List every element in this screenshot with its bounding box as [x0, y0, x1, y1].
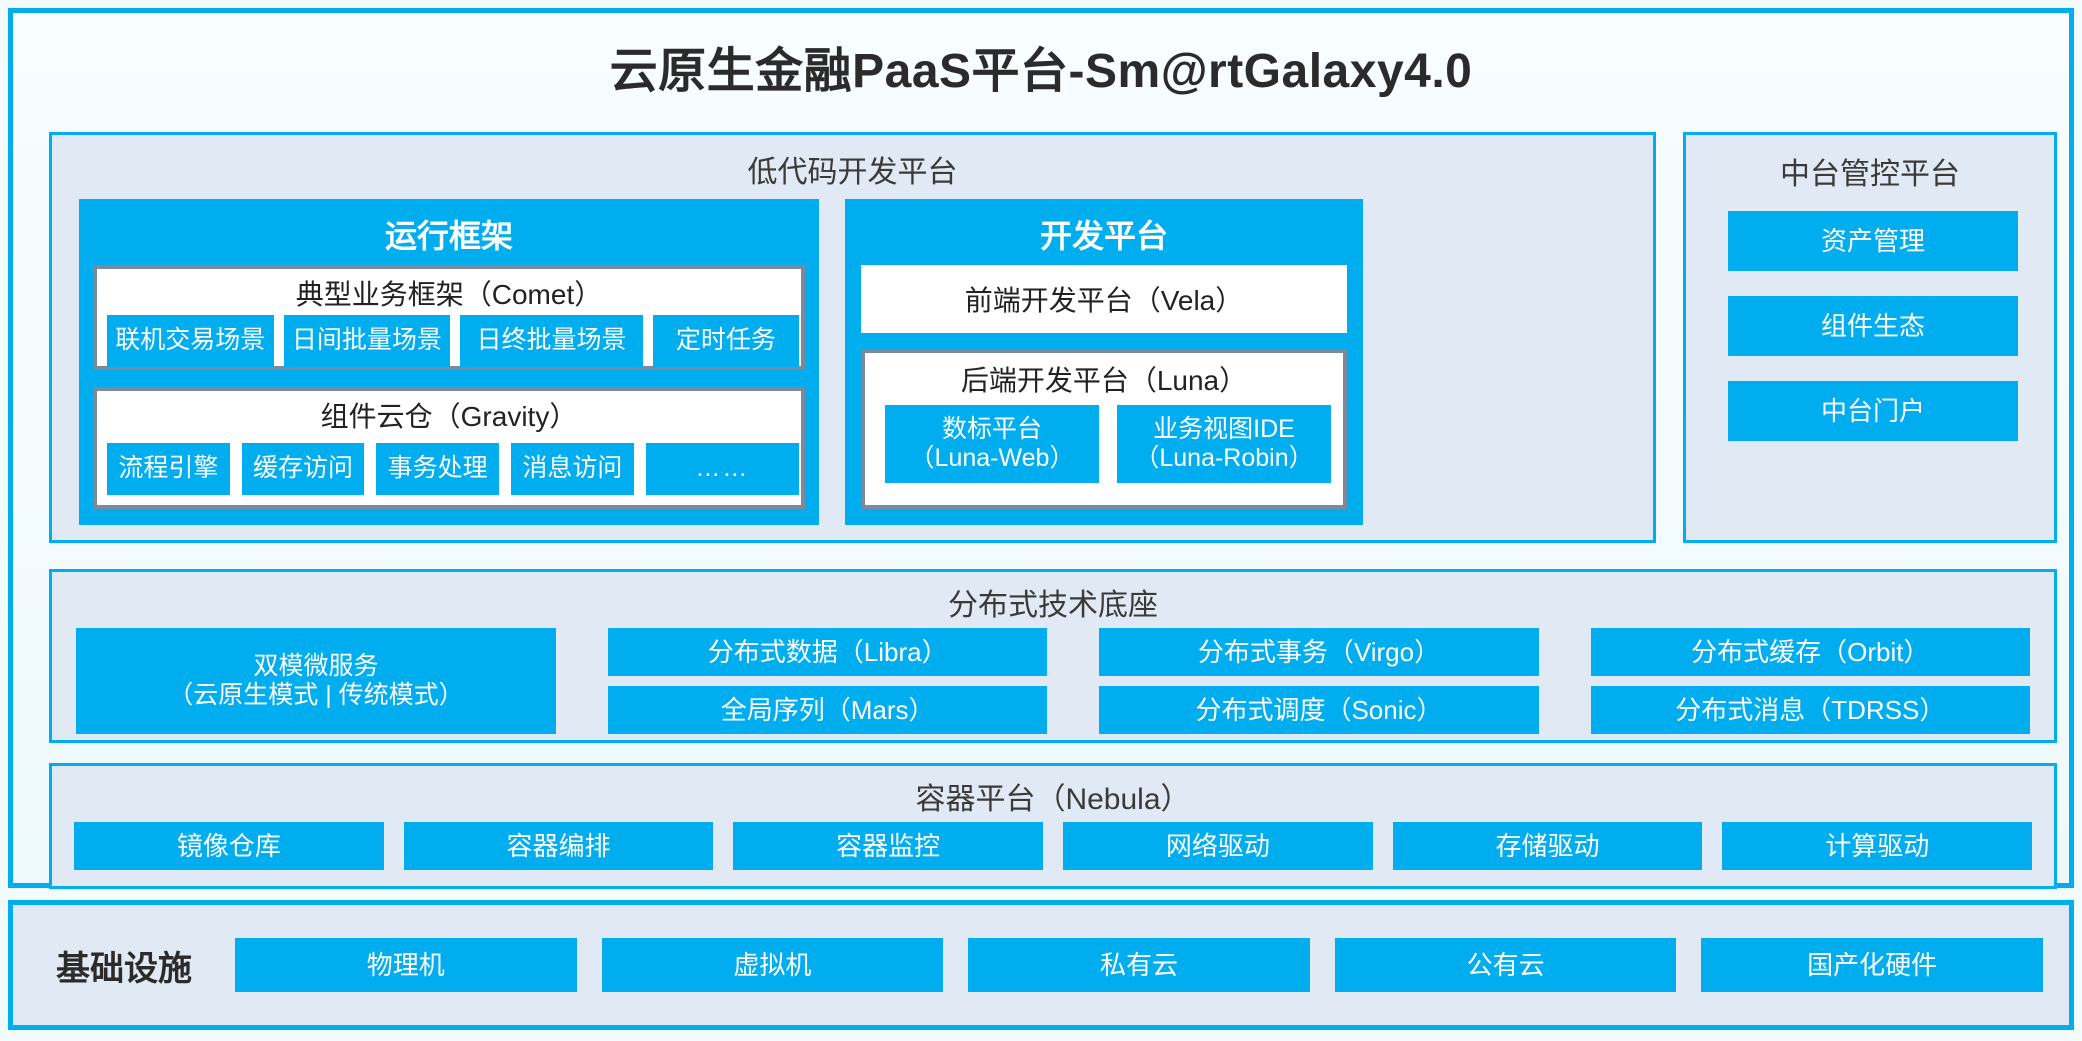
container-platform-panel: 容器平台（Nebula） 镜像仓库 容器编排 容器监控 网络驱动 存储驱动 计算…: [49, 763, 2057, 889]
comet-item-list: 联机交易场景 日间批量场景 日终批量场景 定时任务: [107, 315, 799, 367]
gravity-item-ellipsis[interactable]: ……: [645, 443, 800, 495]
comet-item[interactable]: 联机交易场景: [107, 315, 274, 367]
container-item-monitoring[interactable]: 容器监控: [733, 822, 1044, 870]
comet-item[interactable]: 日终批量场景: [460, 315, 643, 367]
container-item-orchestration[interactable]: 容器编排: [403, 822, 714, 870]
comet-title: 典型业务框架（Comet）: [295, 279, 603, 310]
platform-frame: 云原生金融PaaS平台-Sm@rtGalaxy4.0 低代码开发平台 运行框架 …: [8, 8, 2074, 889]
distributed-body: 双模微服务 （云原生模式 | 传统模式） 分布式数据（Libra） 全局序列（M…: [76, 628, 2030, 734]
container-item-storage-driver[interactable]: 存储驱动: [1392, 822, 1703, 870]
gravity-item[interactable]: 流程引擎: [107, 443, 230, 495]
dual-mode-microservice-chip[interactable]: 双模微服务 （云原生模式 | 传统模式）: [76, 628, 556, 734]
container-item-image-registry[interactable]: 镜像仓库: [74, 822, 384, 870]
distributed-column-3: 分布式缓存（Orbit） 分布式消息（TDRSS）: [1590, 628, 2030, 734]
midend-item-component-ecosystem[interactable]: 组件生态: [1728, 296, 2018, 356]
gravity-item[interactable]: 事务处理: [376, 443, 500, 495]
dev-platform-block: 开发平台 前端开发平台（Vela） 后端开发平台（Luna） 数标平台 （Lun…: [845, 199, 1363, 525]
lowcode-platform-panel: 低代码开发平台 运行框架 典型业务框架（Comet） 联机交易场景 日间批量场景…: [49, 132, 1656, 543]
container-item-compute-driver[interactable]: 计算驱动: [1722, 822, 2033, 870]
distributed-column-1: 分布式数据（Libra） 全局序列（Mars）: [608, 628, 1048, 734]
runtime-framework-block: 运行框架 典型业务框架（Comet） 联机交易场景 日间批量场景 日终批量场景 …: [79, 199, 819, 525]
midend-item-asset-management[interactable]: 资产管理: [1728, 211, 2018, 271]
distributed-item-tdrss[interactable]: 分布式消息（TDRSS）: [1590, 686, 2030, 734]
distributed-column-2: 分布式事务（Virgo） 分布式调度（Sonic）: [1099, 628, 1539, 734]
distributed-item-libra[interactable]: 分布式数据（Libra）: [608, 628, 1048, 676]
container-item-list: 镜像仓库 容器编排 容器监控 网络驱动 存储驱动 计算驱动: [74, 822, 2033, 870]
backend-dev-platform-title: 后端开发平台（Luna）: [960, 365, 1248, 396]
infrastructure-item-virtual-machine[interactable]: 虚拟机: [601, 938, 944, 992]
distributed-item-mars[interactable]: 全局序列（Mars）: [608, 686, 1048, 734]
infrastructure-item-private-cloud[interactable]: 私有云: [968, 938, 1310, 992]
runtime-framework-title: 运行框架: [384, 218, 513, 254]
backend-item-list: 数标平台 （Luna-Web） 业务视图IDE （Luna-Robin）: [885, 405, 1331, 483]
infrastructure-item-public-cloud[interactable]: 公有云: [1334, 938, 1677, 992]
container-platform-title: 容器平台（Nebula）: [915, 783, 1191, 816]
infrastructure-label: 基础设施: [56, 949, 192, 988]
comet-box: 典型业务框架（Comet） 联机交易场景 日间批量场景 日终批量场景 定时任务: [93, 265, 805, 370]
midend-control-panel: 中台管控平台 资产管理 组件生态 中台门户: [1683, 132, 2057, 543]
gravity-title: 组件云仓（Gravity）: [320, 401, 578, 432]
gravity-item[interactable]: 消息访问: [511, 443, 634, 495]
distributed-item-virgo[interactable]: 分布式事务（Virgo）: [1099, 628, 1539, 676]
frontend-dev-platform-box[interactable]: 前端开发平台（Vela）: [861, 265, 1347, 333]
infrastructure-bar: 基础设施 物理机 虚拟机 私有云 公有云 国产化硬件: [8, 900, 2074, 1030]
midend-item-portal[interactable]: 中台门户: [1728, 381, 2018, 441]
backend-item-luna-robin[interactable]: 业务视图IDE （Luna-Robin）: [1117, 405, 1331, 483]
comet-item[interactable]: 日间批量场景: [283, 315, 451, 367]
distributed-foundation-panel: 分布式技术底座 双模微服务 （云原生模式 | 传统模式） 分布式数据（Libra…: [49, 569, 2057, 743]
distributed-foundation-title: 分布式技术底座: [948, 589, 1158, 622]
backend-item-luna-web[interactable]: 数标平台 （Luna-Web）: [885, 405, 1099, 483]
page-title: 云原生金融PaaS平台-Sm@rtGalaxy4.0: [609, 45, 1473, 98]
lowcode-platform-title: 低代码开发平台: [747, 156, 958, 189]
gravity-item[interactable]: 缓存访问: [241, 443, 365, 495]
container-item-network-driver[interactable]: 网络驱动: [1063, 822, 1373, 870]
distributed-item-sonic[interactable]: 分布式调度（Sonic）: [1099, 686, 1539, 734]
infrastructure-item-list: 物理机 虚拟机 私有云 公有云 国产化硬件: [235, 938, 2069, 992]
distributed-item-orbit[interactable]: 分布式缓存（Orbit）: [1590, 628, 2030, 676]
midend-control-title: 中台管控平台: [1780, 158, 1960, 191]
gravity-box: 组件云仓（Gravity） 流程引擎 缓存访问 事务处理 消息访问 ……: [93, 387, 805, 509]
infrastructure-item-domestic-hardware[interactable]: 国产化硬件: [1701, 938, 2043, 992]
backend-dev-platform-box: 后端开发平台（Luna） 数标平台 （Luna-Web） 业务视图IDE （Lu…: [861, 349, 1347, 509]
midend-item-list: 资产管理 组件生态 中台门户: [1728, 211, 2018, 441]
dev-platform-title: 开发平台: [1039, 218, 1168, 254]
infrastructure-item-physical-machine[interactable]: 物理机: [235, 938, 577, 992]
gravity-item-list: 流程引擎 缓存访问 事务处理 消息访问 ……: [107, 443, 800, 495]
comet-item[interactable]: 定时任务: [652, 315, 799, 367]
